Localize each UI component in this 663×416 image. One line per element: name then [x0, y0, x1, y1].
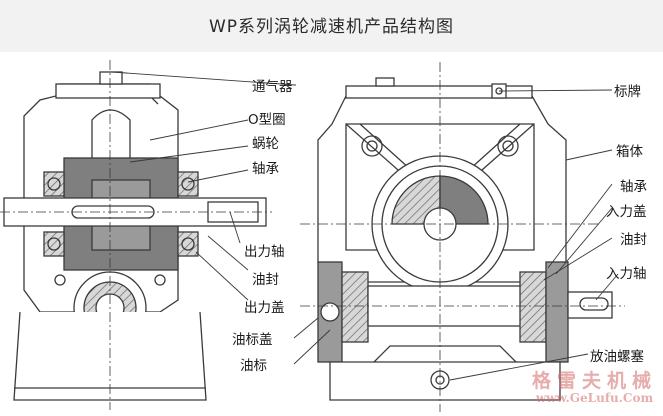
- left-bearing-bot-l: [43, 231, 65, 257]
- label-oil-gauge-cover: 油标盖: [232, 332, 273, 348]
- label-output-cover: 出力盖: [244, 300, 285, 316]
- watermark-url: www.GeLufu.Com: [535, 391, 654, 405]
- label-oil-seal-left: 油封: [252, 272, 279, 288]
- label-output-shaft: 出力轴: [244, 244, 285, 260]
- label-input-shaft: 入力轴: [606, 266, 647, 282]
- label-bearing-right: 轴承: [620, 179, 647, 195]
- watermark: 格雷夫机械 www.GeLufu.Com: [532, 366, 657, 405]
- left-vent: [99, 71, 123, 85]
- label-oil-seal-right: 油封: [620, 232, 647, 248]
- label-oil-gauge: 油标: [240, 358, 267, 374]
- left-bearing-top-l: [43, 171, 65, 197]
- label-vent: 通气器: [252, 79, 293, 95]
- right-section-view: [300, 62, 625, 412]
- label-o-ring: O型圈: [248, 112, 286, 128]
- left-bearing-top-r: [177, 171, 199, 197]
- right-vent: [375, 77, 395, 87]
- label-housing: 箱体: [616, 144, 643, 160]
- left-section-view: [0, 60, 272, 410]
- label-input-cover: 入力盖: [606, 204, 647, 220]
- left-bearing-bot-r: [177, 231, 199, 257]
- reducer-structure-diagram: [0, 60, 625, 412]
- label-worm-wheel: 蜗轮: [252, 136, 279, 152]
- label-nameplate: 标牌: [614, 84, 641, 100]
- label-bearing-left: 轴承: [252, 161, 279, 177]
- leader-lines: [111, 71, 619, 381]
- watermark-name: 格雷夫机械: [531, 370, 657, 392]
- header-bar: WP系列涡轮减速机产品结构图: [0, 0, 663, 52]
- label-drain-plug: 放油螺塞: [590, 349, 644, 365]
- diagram-title: WP系列涡轮减速机产品结构图: [208, 17, 455, 37]
